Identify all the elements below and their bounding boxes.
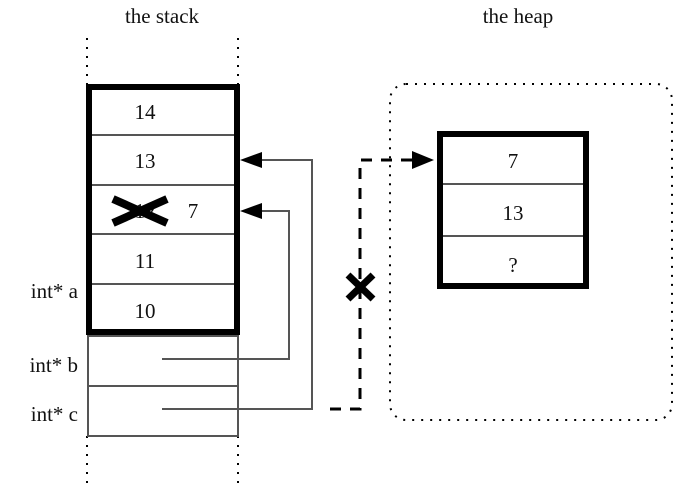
heap-title: the heap bbox=[483, 4, 554, 28]
stack-title: the stack bbox=[125, 4, 200, 28]
stack-active-frame bbox=[86, 84, 240, 335]
var-label-a: int* a bbox=[31, 279, 79, 303]
stack-cell-7: 7 bbox=[188, 199, 199, 223]
stack-cell-10: 10 bbox=[135, 299, 156, 323]
var-label-c: int* c bbox=[31, 402, 78, 426]
heap-cell-13: 13 bbox=[503, 201, 524, 225]
stack-cell-11: 11 bbox=[135, 249, 155, 273]
c-pointer-cell bbox=[87, 385, 239, 437]
stack-cell-14: 14 bbox=[135, 100, 157, 124]
var-label-b: int* b bbox=[30, 353, 78, 377]
stack-frame-border bbox=[86, 84, 240, 335]
pointer-b-arrow bbox=[162, 203, 290, 360]
heap-cell-unknown: ? bbox=[508, 253, 517, 277]
stack-cell-13: 13 bbox=[135, 149, 156, 173]
stack-dotted-guides bbox=[86, 38, 239, 489]
stale-heap-pointer-arrow bbox=[330, 151, 434, 411]
invalid-pointer-x-icon bbox=[345, 272, 376, 302]
b-pointer-cell bbox=[87, 335, 239, 387]
pointer-c-arrow bbox=[162, 152, 313, 410]
stack-pointer-cells bbox=[87, 335, 239, 437]
heap-block bbox=[437, 131, 589, 289]
strikeout-x-icon bbox=[111, 195, 169, 227]
heap-block-border bbox=[437, 131, 589, 289]
heap-cell-7: 7 bbox=[508, 149, 519, 173]
